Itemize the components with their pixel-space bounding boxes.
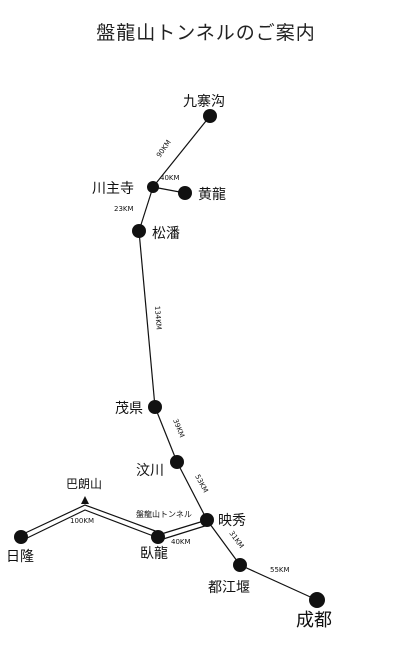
route-yingxiu-dujiangyan — [206, 519, 241, 566]
route-wenchuan-yingxiu — [176, 461, 208, 521]
route-rilong-balangshan-inner — [22, 509, 157, 541]
route-lines — [20, 115, 318, 601]
route-maoxian-wenchuan — [154, 406, 178, 463]
label-tunnel: 盤龍山トンネル — [136, 509, 192, 519]
label-balangshan: 巴朗山 — [66, 477, 102, 491]
label-huanglong: 黄龍 — [198, 186, 226, 203]
marker-wenchuan — [170, 455, 184, 469]
route-rilong-balangshan — [20, 504, 159, 536]
label-jiuzhaigou: 九寨沟 — [183, 93, 225, 110]
label-rilong: 日隆 — [6, 549, 34, 565]
label-chuanzhusi: 川主寺 — [92, 181, 134, 197]
marker-songpan — [132, 224, 146, 238]
mountain-peak-icon — [81, 496, 89, 504]
marker-maoxian — [148, 400, 162, 414]
route-jiuzhaigou-chuanzhusi — [152, 115, 211, 188]
label-dujiangyan: 都江堰 — [208, 580, 250, 596]
marker-yingxiu — [200, 513, 214, 527]
distance-chuanzhusi-songpan: 23KM — [114, 205, 134, 213]
distance-wolong-yingxiu: 40KM — [171, 538, 191, 546]
label-maoxian: 茂県 — [115, 400, 143, 417]
marker-jiuzhaigou — [203, 109, 217, 123]
marker-wolong — [151, 530, 165, 544]
route-dujiangyan-chengdu — [239, 564, 318, 601]
route-chuanzhusi-songpan — [138, 186, 154, 232]
label-songpan: 松潘 — [152, 226, 180, 242]
route-songpan-maoxian — [138, 230, 156, 408]
distance-dujiangyan-chengdu: 55KM — [270, 566, 290, 574]
distance-maoxian-wenchuan: 39KM — [171, 418, 186, 439]
distance-rilong-wolong: 100KM — [70, 517, 94, 525]
route-wolong-yingxiu — [157, 519, 208, 536]
marker-chengdu — [309, 592, 325, 608]
distance-songpan-maoxian: 134KM — [153, 306, 163, 330]
route-wolong-yingxiu-inner — [159, 524, 209, 541]
distance-yingxiu-dujiangyan: 31KM — [227, 529, 245, 550]
marker-chuanzhusi — [147, 181, 159, 193]
marker-rilong — [14, 530, 28, 544]
label-yingxiu: 映秀 — [218, 513, 246, 529]
distance-jiuzhaigou-chuanzhusi: 90KM — [155, 139, 173, 160]
distance-chuanzhusi-huanglong: 40KM — [160, 174, 180, 182]
marker-huanglong — [178, 186, 192, 200]
label-wenchuan: 汶川 — [136, 462, 164, 479]
label-wolong: 臥龍 — [140, 545, 168, 562]
distance-wenchuan-yingxiu: 53KM — [193, 473, 209, 494]
label-chengdu: 成都 — [296, 610, 332, 631]
city-markers — [14, 109, 325, 608]
marker-dujiangyan — [233, 558, 247, 572]
page-title: 盤龍山トンネルのご案内 — [96, 22, 316, 44]
